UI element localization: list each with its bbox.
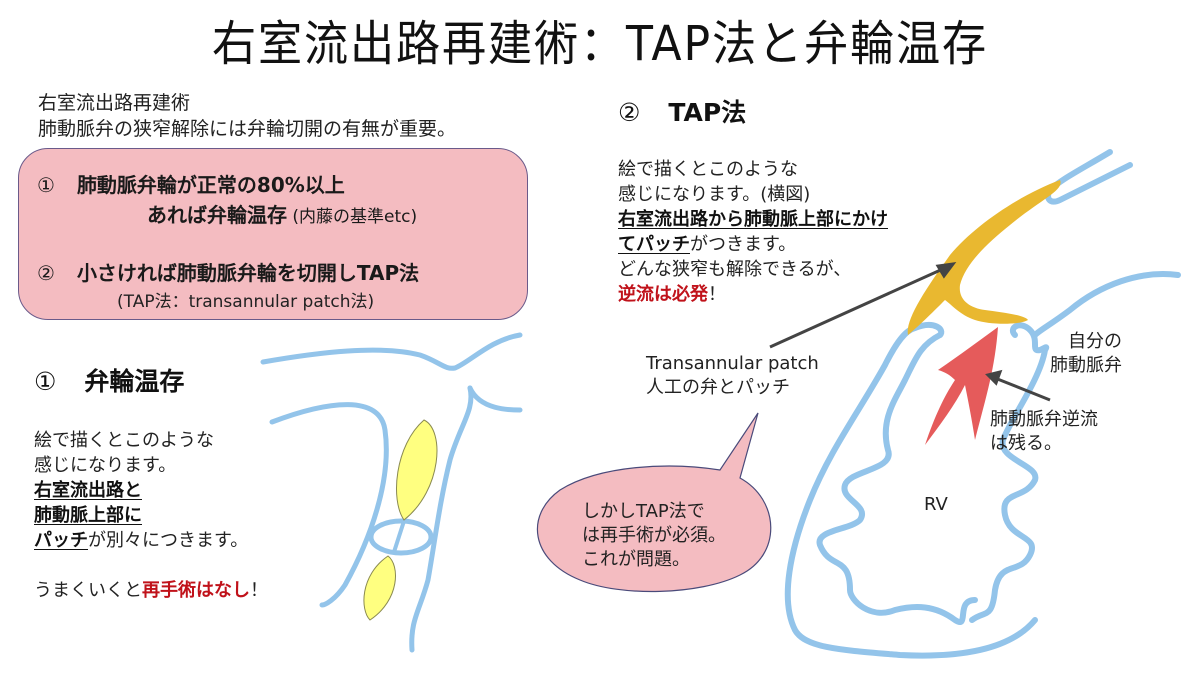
transannular-patch <box>907 180 1061 335</box>
regurg-arrow-line <box>994 376 1051 402</box>
slide-title: 右室流出路再建術：TAP法と弁輪温存 <box>212 16 988 72</box>
section1-body: 絵で描くとこのような 感じになります。 右室流出路と 肺動脈上部に パッチが別々… <box>34 430 268 601</box>
vessel-wall-left <box>269 402 389 608</box>
rv-inner-wall <box>816 332 978 625</box>
speech-bubble-shape <box>536 412 772 593</box>
patch-arrow-line <box>769 266 946 349</box>
tap-diagram <box>784 149 1181 659</box>
circled-number-2: ② <box>618 98 641 127</box>
criteria-item-1-line-2: あれば弁輪温存 (内藤の基準etc) <box>147 203 418 227</box>
rvot-top <box>912 322 945 338</box>
regurgitation-label: 肺動脈弁逆流 は残る。 <box>990 409 1098 454</box>
rv-outer-wall <box>784 325 1038 659</box>
vessel-wall-top <box>260 332 523 371</box>
speech-bubble-text: しかしTAP法で は再手術が必須。 これが問題。 <box>582 501 726 570</box>
criteria-item-2-line-2: (TAP法：transannular patch法) <box>117 292 375 312</box>
naito-criteria-note: (内藤の基準etc) <box>287 207 418 227</box>
intro-line-1: 右室流出路再建術 <box>38 92 191 114</box>
rv-label: RV <box>924 494 948 515</box>
circled-number-1: ① <box>34 367 57 396</box>
circled-number-2: ② <box>37 261 55 285</box>
no-reoperation-emphasis: 再手術はなし <box>142 580 250 601</box>
section2-body: 絵で描くとこのような 感じになります。(横図) 右室流出路から肺動脈上部にかけ … <box>618 159 888 305</box>
regurgitation-emphasis: 逆流は必発 <box>618 284 708 305</box>
rv-right-wall <box>969 322 1050 623</box>
regurg-arrow-head <box>985 369 1003 386</box>
vessel-wall-right <box>409 385 474 653</box>
vessel-wall-branch <box>467 385 523 413</box>
patch-label: Transannular patch 人工の弁とパッチ <box>646 353 819 398</box>
regurgitation-jet <box>925 327 998 445</box>
annotation-arrows <box>769 262 1051 402</box>
valve-leaflet-line <box>392 519 406 554</box>
patch-arrow-head <box>935 262 957 279</box>
rvot-patch-lower <box>363 555 396 621</box>
intro-text: 右室流出路再建術 肺動脈弁の狭窄解除には弁輪切開の有無が重要。 <box>38 90 456 142</box>
pa-branch-lines <box>1045 149 1133 205</box>
pa-outer-wall <box>1032 271 1181 338</box>
pa-patch-upper <box>396 419 438 521</box>
valve-sparing-diagram <box>260 332 523 653</box>
valve-annulus-ring <box>368 518 434 556</box>
own-valve-label: 自分の 肺動脈弁 <box>1050 331 1122 376</box>
circled-number-1: ① <box>37 173 55 197</box>
intro-line-2: 肺動脈弁の狭窄解除には弁輪切開の有無が重要。 <box>38 118 457 140</box>
